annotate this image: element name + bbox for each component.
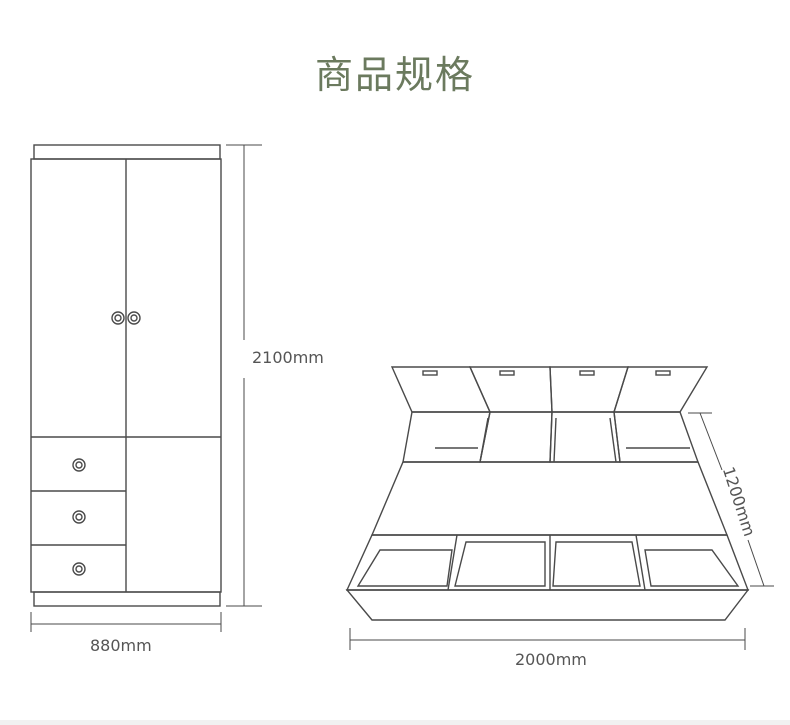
wardrobe-base bbox=[33, 591, 221, 607]
bed-compartment bbox=[613, 411, 699, 463]
wardrobe-top bbox=[33, 144, 221, 160]
wardrobe-drawing bbox=[30, 144, 222, 607]
knob-icon bbox=[72, 562, 86, 576]
bed-width-dimension bbox=[349, 628, 746, 650]
wardrobe-width-dimension bbox=[30, 612, 222, 632]
bed-drawing bbox=[345, 366, 750, 621]
page-title: 商品规格 bbox=[314, 53, 475, 97]
bed-lid bbox=[390, 366, 492, 413]
wardrobe-height-label: 2100mm bbox=[252, 348, 324, 367]
bed-lid bbox=[468, 366, 553, 413]
knob-icon bbox=[72, 510, 86, 524]
wardrobe-height-dimension bbox=[226, 144, 262, 607]
bed-width-label: 2000mm bbox=[515, 650, 587, 669]
knob-icon bbox=[111, 311, 125, 325]
bed-front-face bbox=[345, 589, 750, 621]
bed-lid bbox=[613, 366, 709, 413]
bed-compartment bbox=[402, 411, 491, 463]
bed-drawer-tray bbox=[345, 534, 750, 591]
bed-depth-dimension bbox=[688, 412, 774, 587]
bed-compartment bbox=[479, 411, 553, 463]
bottom-divider bbox=[0, 720, 790, 725]
bed-platform bbox=[370, 461, 729, 536]
knob-icon bbox=[127, 311, 141, 325]
knob-icon bbox=[72, 458, 86, 472]
wardrobe-width-label: 880mm bbox=[90, 636, 152, 655]
